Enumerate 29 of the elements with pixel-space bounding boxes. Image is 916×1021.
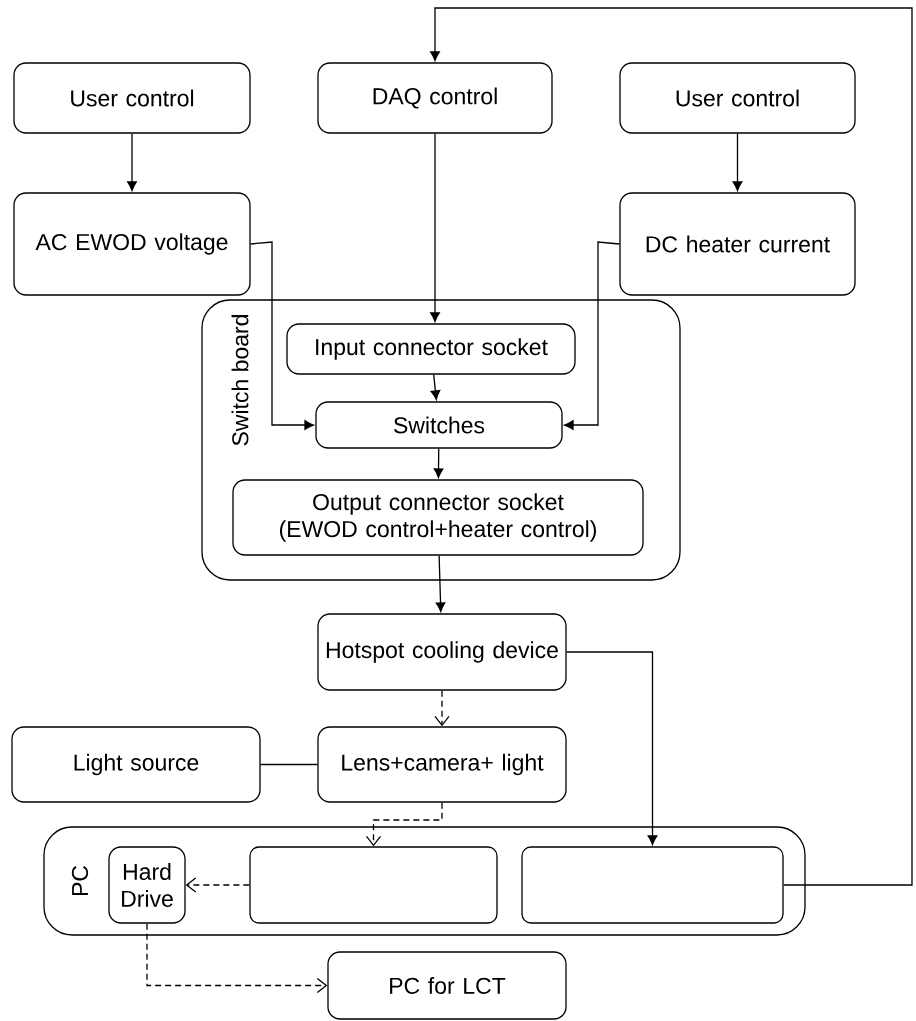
process-box: Hard Drive	[108, 846, 186, 924]
process-box: Hotspot cooling device	[317, 613, 567, 691]
arrow	[435, 555, 446, 612]
box	[521, 846, 784, 924]
arrow	[564, 241, 620, 430]
process-box: User control	[619, 62, 856, 134]
arrow	[430, 374, 441, 400]
arrow	[430, 133, 440, 322]
process-box: Light source	[11, 726, 261, 803]
process-box: Input connector socket	[286, 323, 576, 375]
process-box: Lens+camera+ light	[317, 726, 567, 803]
arrow	[430, 7, 913, 886]
arrow	[185, 877, 250, 893]
process-box: User control	[13, 62, 251, 134]
process-box: PC for LCT	[327, 951, 567, 1020]
arrow	[433, 448, 444, 478]
process-box: Switches	[315, 401, 563, 449]
arrow	[434, 690, 450, 727]
arrow	[250, 241, 314, 430]
box	[249, 846, 498, 924]
process-box: Output connector socket (EWOD control+heater control)	[232, 479, 644, 556]
arrow	[365, 802, 443, 847]
arrow	[127, 133, 137, 191]
process-box: DC heater current	[619, 192, 856, 296]
process-box: AC EWOD voltage	[13, 192, 251, 296]
arrow	[146, 923, 328, 994]
process-box: DAQ control	[317, 62, 553, 134]
arrow	[566, 651, 658, 845]
arrow	[732, 133, 743, 191]
